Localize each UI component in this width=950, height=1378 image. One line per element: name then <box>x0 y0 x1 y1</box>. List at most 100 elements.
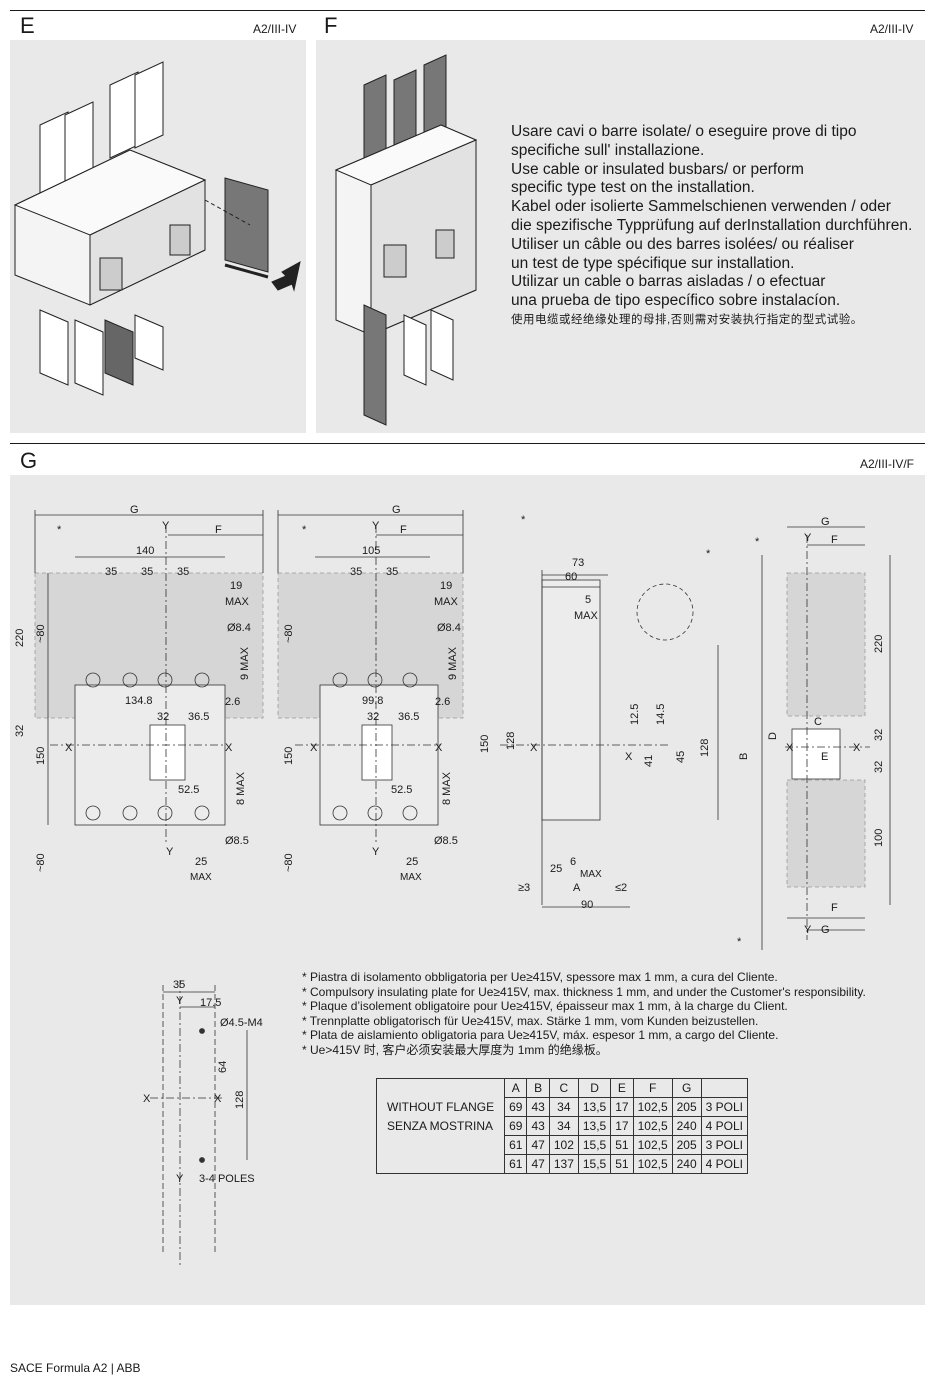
d2-label-y2: Y <box>372 846 380 858</box>
note-line: * Plata de aislamiento obligatoria para … <box>302 1028 779 1043</box>
d1-label-phi85: Ø8.5 <box>225 835 249 847</box>
section-f-letter: F <box>324 13 338 38</box>
d3-label-a: A <box>573 882 581 894</box>
table-cell: 205 <box>671 1097 702 1117</box>
d2-label-105: 105 <box>362 545 380 557</box>
table-header: G <box>671 1078 702 1098</box>
table-cell: 15,5 <box>577 1135 612 1155</box>
table-label-cell <box>375 1135 506 1155</box>
d4-label-x1: X <box>786 742 794 754</box>
d1-label-g: G <box>130 504 139 516</box>
d1-label-35a: 35 <box>105 566 117 578</box>
section-f-ref: A2/III-IV <box>870 22 914 36</box>
d3-label-x1: X <box>530 742 538 754</box>
note-line: * Compulsory insulating plate for Ue≥415… <box>302 984 866 999</box>
table-cell: 17 <box>610 1097 634 1117</box>
d3-label-6-max: MAX <box>580 869 602 880</box>
table-cell: 15,5 <box>577 1154 612 1174</box>
table-cell: 240 <box>671 1116 702 1136</box>
f-text-line: 使用电缆或经绝缘处理的母排,否则需对安装执行指定的型式试验。 <box>511 313 863 326</box>
section-g-rule <box>10 443 925 444</box>
d1-label-35c: 35 <box>177 566 189 578</box>
d2-label-150: 150 <box>283 747 295 765</box>
d1-label-8max: 8 MAX <box>235 771 247 805</box>
table-cell: 34 <box>548 1097 579 1117</box>
d2-label-2-6: 2.6 <box>435 696 450 708</box>
dimensions-table: A B C D E F G WITHOUT FLANGE 69 43 34 13… <box>375 1078 749 1174</box>
d1-label-phi84: Ø8.4 <box>227 622 251 634</box>
d3-label-ge3: ≥3 <box>518 882 530 894</box>
d5-label-phi: Ø4.5-M4 <box>220 1017 263 1029</box>
d2-label-19: 19 <box>440 580 452 592</box>
section-g-ref: A2/III-IV/F <box>860 457 915 471</box>
d1-label-h32: 32 <box>14 725 26 737</box>
panel-e-illustration <box>10 40 306 433</box>
note-line: * Trennplatte obligatorisch für Ue≥415V,… <box>302 1013 759 1028</box>
table-cell: 13,5 <box>577 1097 612 1117</box>
table-cell: 43 <box>526 1097 550 1117</box>
d1-label-9max: 9 MAX <box>239 646 251 680</box>
d4-label-f: F <box>831 534 838 546</box>
d3-label-5: 5 <box>585 594 591 606</box>
d1-label-x1: X <box>65 742 73 754</box>
d3-label-128r: 128 <box>699 739 711 757</box>
d3-label-41: 41 <box>643 755 655 767</box>
d2-label-80b: ~80 <box>283 853 295 872</box>
d4-label-f2: F <box>831 902 838 914</box>
d3-label-73: 73 <box>572 557 584 569</box>
d4-label-y2: Y <box>804 924 812 936</box>
d2-label-35a: 35 <box>350 566 362 578</box>
d3-label-128: 128 <box>505 732 517 750</box>
section-e-letter: E <box>20 13 35 38</box>
d1-label-19: 19 <box>230 580 242 592</box>
d1-label-134-8: 134.8 <box>125 695 153 707</box>
table-cell: 4 POLI <box>700 1116 749 1136</box>
table-row: 61 47 137 15,5 51 102,5 240 4 POLI <box>375 1154 749 1174</box>
d2-label-8max: 8 MAX <box>441 771 453 805</box>
d2-label-x2: X <box>435 742 443 754</box>
d5-label-x2: X <box>214 1093 222 1105</box>
table-header: B <box>526 1078 550 1098</box>
table-cell: 69 <box>504 1097 528 1117</box>
d4-star2: * <box>737 936 742 948</box>
table-cell: 61 <box>504 1154 528 1174</box>
table-cell: 102,5 <box>632 1097 673 1117</box>
panel-f: Usare cavi o barre isolate/ o eseguire p… <box>316 40 925 433</box>
table-header-blank <box>700 1078 749 1098</box>
table-label-without-flange: WITHOUT FLANGE <box>375 1097 506 1117</box>
d2-label-x1: X <box>310 742 318 754</box>
d4-label-d: D <box>767 732 779 740</box>
note-line: * Piastra di isolamento obbligatoria per… <box>302 970 778 984</box>
table-header: E <box>610 1078 634 1098</box>
d2-label-99-8: 99.8 <box>362 695 383 707</box>
note-line: * Plaque d’isolement obligatoire pour Ue… <box>302 999 788 1014</box>
d1-label-f: F <box>215 524 222 536</box>
table-cell: 69 <box>504 1116 528 1136</box>
table-cell: 51 <box>610 1154 634 1174</box>
d1-label-19-max: MAX <box>225 596 250 608</box>
d4-label-100: 100 <box>873 829 885 847</box>
table-cell: 102,5 <box>632 1135 673 1155</box>
table-row: SENZA MOSTRINA 69 43 34 13,5 17 102,5 24… <box>375 1116 749 1136</box>
d2-label-25-max: MAX <box>400 872 422 883</box>
table-row: 61 47 102 15,5 51 102,5 205 3 POLI <box>375 1135 749 1155</box>
table-cell: 47 <box>526 1154 550 1174</box>
f-text-line: Use cable or insulated busbars/ or perfo… <box>511 160 804 178</box>
f-text-line: specifiche sull' installazione. <box>511 141 705 159</box>
d4-label-b: B <box>738 753 750 760</box>
d3-label-60: 60 <box>565 571 577 583</box>
table-cell: 47 <box>526 1135 550 1155</box>
d1-label-2-6: 2.6 <box>225 696 240 708</box>
d1-label-80b: ~80 <box>35 853 47 872</box>
table-cell: 61 <box>504 1135 528 1155</box>
d4-star1: * <box>755 536 760 548</box>
d1-label-36-5: 36.5 <box>188 711 209 723</box>
d3-star1: * <box>521 514 526 526</box>
d4-label-32a: 32 <box>873 729 885 741</box>
d4-label-y: Y <box>804 532 812 544</box>
d2-label-f: F <box>400 524 407 536</box>
d2-label-52-5: 52.5 <box>391 784 412 796</box>
d2-label-19-max: MAX <box>434 596 459 608</box>
table-label-cell <box>375 1078 506 1098</box>
d5-label-64: 64 <box>217 1061 229 1073</box>
